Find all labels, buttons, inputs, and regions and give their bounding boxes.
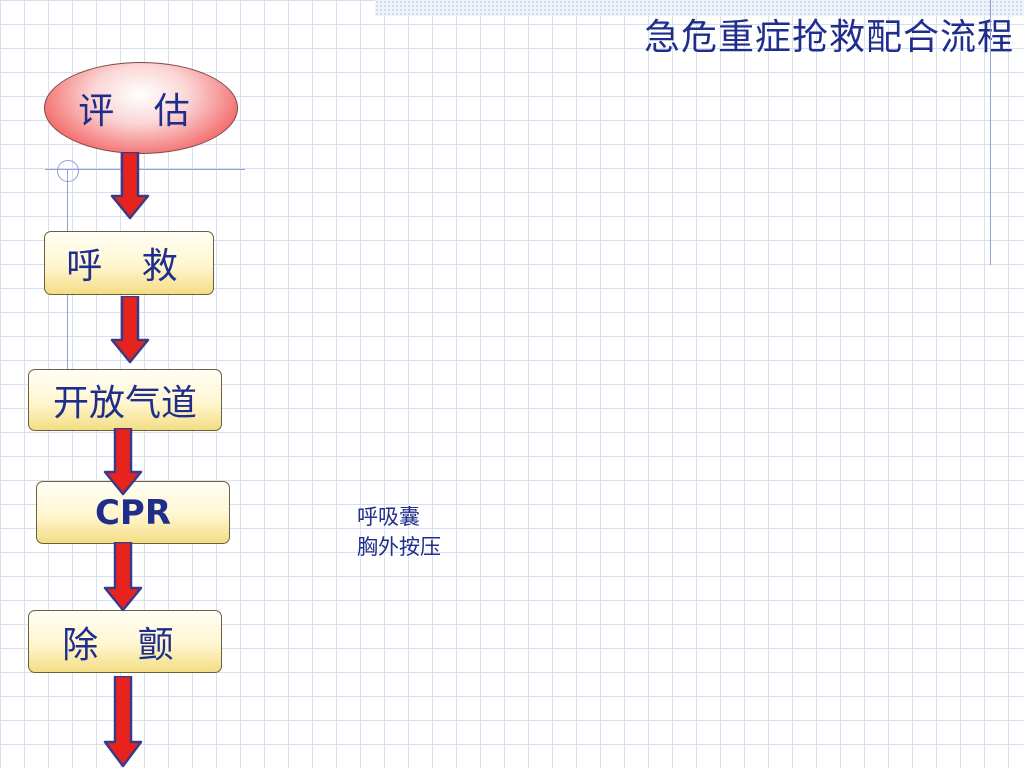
cpr-note-line2: 胸外按压 (357, 535, 441, 559)
title-band (375, 0, 1024, 16)
arrow-down-icon (103, 676, 143, 768)
step-cpr-label: CPR (94, 492, 172, 533)
arrow-down-icon (110, 296, 150, 364)
step-defibrillation-label: 除 颤 (62, 624, 188, 666)
slide-title: 急危重症抢救配合流程 (643, 17, 1014, 58)
arrow-down-icon (103, 428, 143, 496)
step-open-airway-label: 开放气道 (52, 383, 197, 424)
guide-line-right (990, 0, 991, 265)
step-open-airway: 开放气道 (28, 369, 222, 431)
step-defibrillation: 除 颤 (28, 610, 222, 673)
cpr-note-line1: 呼吸囊 (357, 505, 420, 529)
arrow-down-icon (110, 152, 150, 220)
step-cpr: CPR (36, 481, 230, 544)
step-call-help-label: 呼 救 (66, 246, 192, 287)
guide-circle (57, 160, 79, 182)
cpr-note: 呼吸囊 胸外按压 (357, 502, 441, 562)
step-call-help: 呼 救 (44, 231, 214, 295)
guide-line-horizontal (45, 169, 245, 170)
step-assess-label: 评 估 (78, 91, 204, 132)
arrow-down-icon (103, 542, 143, 612)
step-assess: 评 估 (44, 62, 238, 154)
